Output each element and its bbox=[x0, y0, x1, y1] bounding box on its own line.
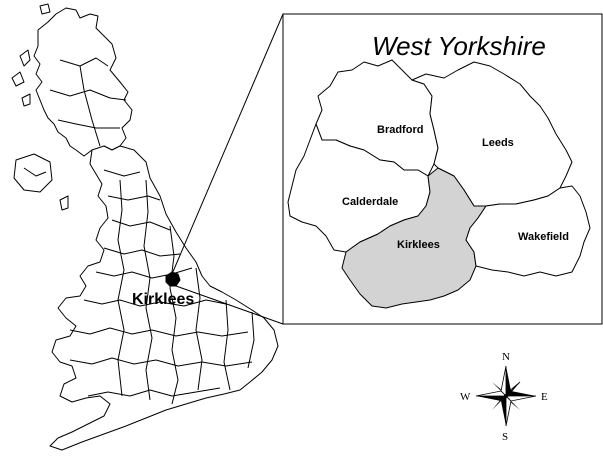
uk-boundary bbox=[87, 387, 221, 397]
uk-region-northern-ireland bbox=[13, 153, 53, 193]
district-label-wakefield: Wakefield bbox=[518, 231, 569, 243]
uk-boundary bbox=[57, 119, 120, 129]
compass-point-n-dark bbox=[506, 366, 511, 396]
uk-island-3 bbox=[21, 93, 31, 107]
uk-boundary bbox=[223, 299, 231, 391]
uk-boundary bbox=[195, 267, 203, 391]
district-wakefield bbox=[465, 185, 591, 277]
west-yorkshire-districts bbox=[287, 59, 591, 309]
uk-boundary bbox=[169, 225, 179, 405]
district-label-leeds: Leeds bbox=[482, 137, 514, 149]
compass-rose-icon bbox=[475, 365, 537, 427]
district-label-calderdale: Calderdale bbox=[342, 196, 398, 208]
district-label-bradford: Bradford bbox=[377, 124, 423, 136]
compass-label-n: N bbox=[502, 351, 510, 363]
district-label-kirklees: Kirklees bbox=[397, 239, 440, 251]
uk-boundary bbox=[103, 247, 181, 257]
compass-center bbox=[504, 394, 508, 398]
compass-point-w bbox=[475, 390, 507, 397]
compass-point-e bbox=[505, 395, 537, 402]
zoom-connector-bottom bbox=[175, 285, 284, 325]
inset-title: West Yorkshire bbox=[372, 31, 546, 61]
uk-region-england-wales bbox=[49, 145, 279, 451]
compass-label-w: W bbox=[460, 391, 471, 403]
uk-boundary bbox=[59, 57, 109, 67]
compass-label-s: S bbox=[502, 431, 508, 443]
compass-point-e-dark bbox=[506, 391, 536, 396]
uk-boundary bbox=[107, 195, 161, 201]
uk-kirklees-label: Kirklees bbox=[132, 291, 194, 308]
compass-point-w-dark bbox=[476, 396, 506, 401]
uk-island-1 bbox=[19, 49, 31, 67]
compass-label-e: E bbox=[541, 391, 548, 403]
uk-boundary bbox=[49, 89, 127, 101]
uk-island-man bbox=[59, 195, 69, 211]
uk-boundary bbox=[69, 327, 249, 337]
uk-island-2 bbox=[11, 71, 25, 87]
kirklees-location-marker bbox=[165, 271, 181, 287]
uk-boundary bbox=[143, 179, 153, 401]
uk-boundary bbox=[247, 311, 255, 369]
uk-map bbox=[11, 3, 279, 451]
uk-boundary bbox=[23, 167, 47, 177]
uk-island-4 bbox=[39, 3, 51, 15]
uk-boundary bbox=[83, 299, 227, 307]
uk-boundary bbox=[117, 179, 125, 397]
uk-boundary bbox=[111, 219, 171, 231]
uk-boundary bbox=[69, 357, 253, 367]
uk-boundary bbox=[79, 65, 101, 147]
uk-boundary bbox=[103, 169, 141, 177]
zoom-connector-top bbox=[171, 13, 284, 275]
compass-point-s-dark bbox=[501, 396, 506, 426]
